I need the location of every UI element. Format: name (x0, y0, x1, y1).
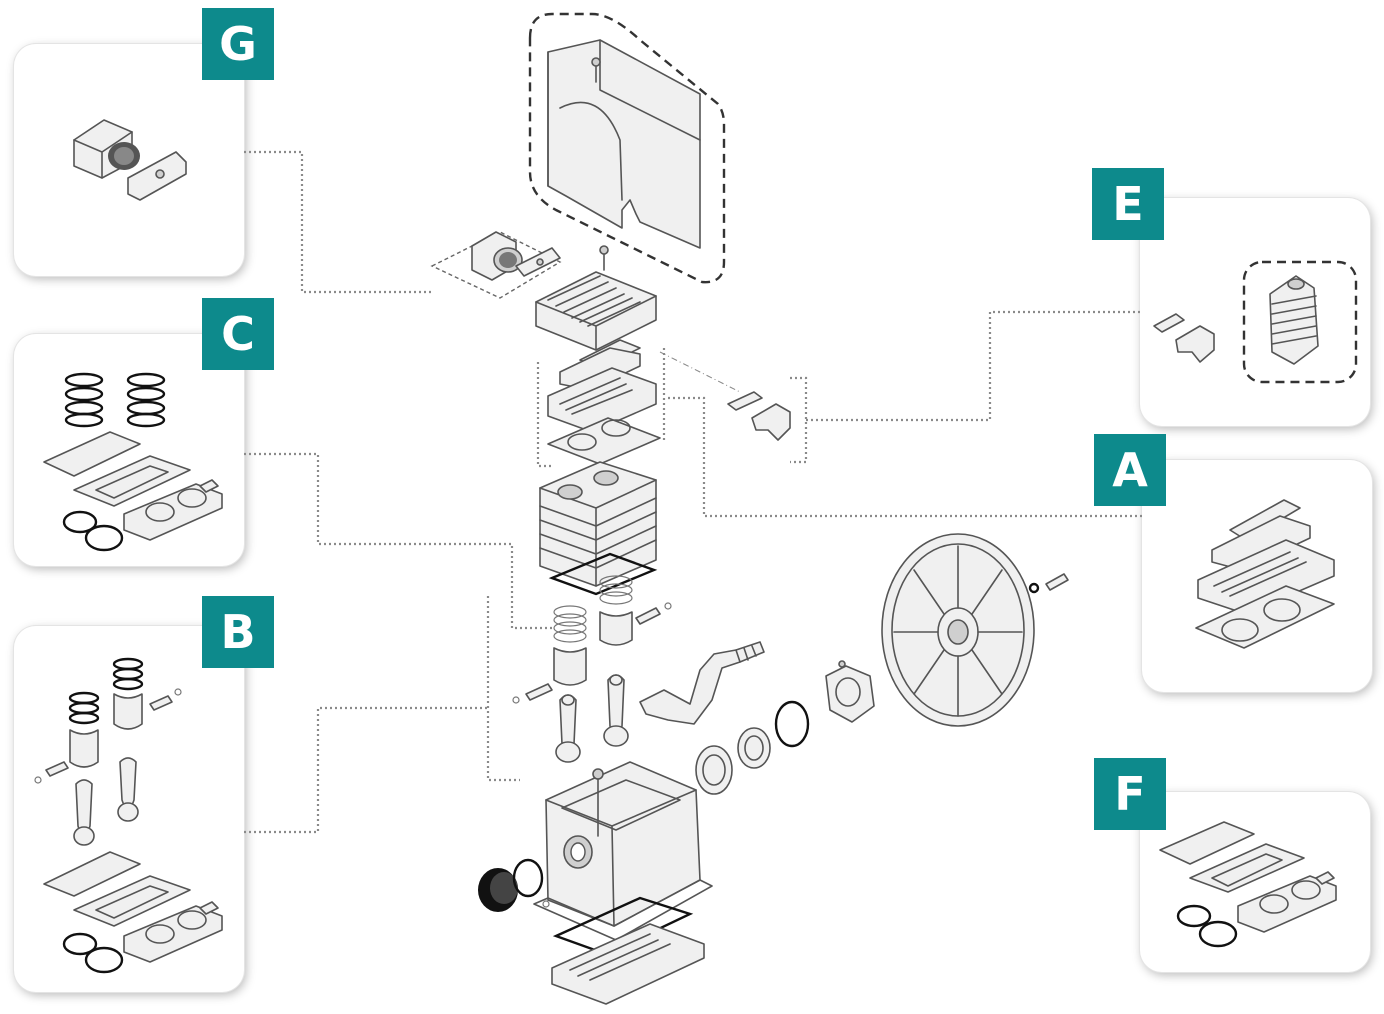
crankshaft (639, 641, 765, 725)
callout-badge-f: F (1094, 758, 1166, 830)
air-filter (430, 231, 562, 299)
callout-badge-e: E (1092, 168, 1164, 240)
callout-badge-c: C (202, 298, 274, 370)
crankcase (533, 761, 713, 941)
panel-b-piston-rod-illustration (34, 657, 223, 974)
valve-plate-group (547, 367, 661, 465)
panel-g-air-filter-illustration (73, 119, 187, 201)
callout-panel-f (1140, 792, 1370, 972)
flywheel (881, 533, 1069, 727)
panel-a-valve-plate-illustration (1195, 499, 1335, 649)
leader-lines (244, 150, 1142, 834)
panel-c-gasket-ring-illustration (43, 372, 223, 552)
callout-badge-a: A (1094, 434, 1166, 506)
belt-guard (528, 12, 726, 284)
cylinder-block (539, 461, 658, 596)
panel-e-fittings-illustration (1153, 260, 1358, 384)
bottom-cover (551, 896, 705, 1005)
callout-badge-b: B (202, 596, 274, 668)
pistons (512, 575, 672, 704)
oil-fill-plug (478, 858, 550, 912)
cylinder-head (535, 245, 657, 391)
bearing-set (695, 660, 875, 795)
callout-badge-g: G (202, 8, 274, 80)
connecting-rods (555, 674, 629, 763)
panel-f-gasket-set-illustration (1159, 821, 1337, 948)
callout-panel-e (1140, 198, 1370, 426)
manifold-fittings (659, 351, 791, 441)
